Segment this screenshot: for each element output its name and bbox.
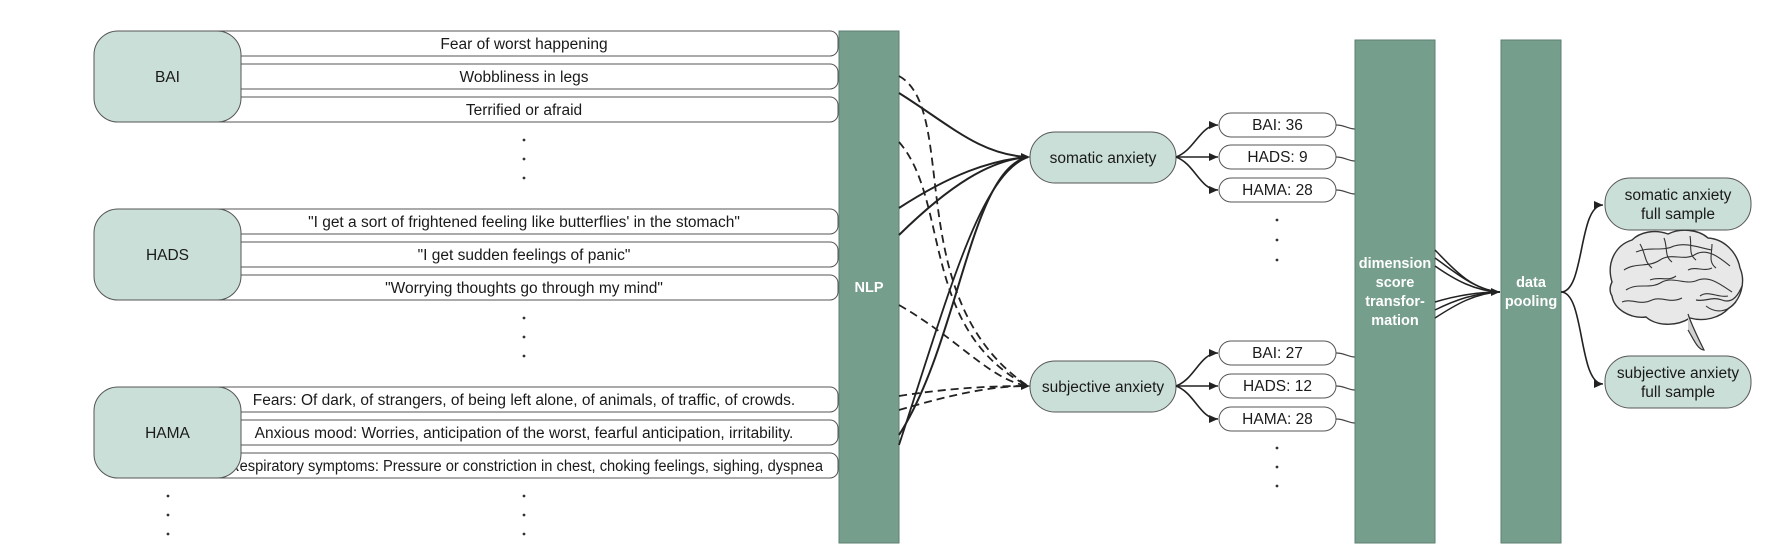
score-text: HAMA: 28 (1242, 182, 1313, 199)
score-box (1218, 112, 1337, 138)
transform-label-line: score (1376, 275, 1415, 291)
ellipsis-dots (166, 138, 1279, 536)
dimension-to-score-arrows (1175, 121, 1219, 423)
score-to-transform-connectors (1335, 124, 1356, 424)
score-box (1218, 373, 1337, 399)
score-text: BAI: 36 (1252, 117, 1303, 134)
output-label-line: subjective anxiety (1617, 365, 1740, 382)
score-box (1218, 340, 1337, 366)
transform-to-pooling-connectors (1434, 249, 1501, 319)
pooling-label-line: data (1516, 275, 1547, 291)
brain-icon (1609, 229, 1744, 351)
group-box-bai (93, 30, 242, 123)
pooling-label-line: pooling (1505, 294, 1557, 310)
item-text: Terrified or afraid (466, 102, 582, 119)
nlp-to-somatic-connectors (898, 92, 1029, 446)
output-label-line: full sample (1641, 206, 1715, 223)
transform-label-line: dimension (1359, 256, 1432, 272)
transform-label-line: mation (1371, 313, 1419, 329)
pooling-bar (1500, 39, 1562, 544)
output-box-subjective (1604, 355, 1752, 409)
transform-bar (1354, 39, 1436, 544)
group-label: BAI (155, 69, 180, 86)
score-text: HADS: 12 (1243, 378, 1312, 395)
item-text: Fears: Of dark, of strangers, of being l… (253, 392, 795, 409)
output-label-line: somatic anxiety (1625, 187, 1732, 204)
output-label-line: full sample (1641, 384, 1715, 401)
score-box (1218, 144, 1337, 170)
dimension-label: subjective anxiety (1042, 379, 1165, 396)
item-text: Fear of worst happening (440, 36, 607, 53)
item-text: "Worrying thoughts go through my mind" (385, 280, 663, 297)
item-text: Wobbliness in legs (460, 69, 589, 86)
group-box-hads (93, 208, 242, 301)
nlp-to-subjective-connectors (898, 75, 1029, 411)
output-box-somatic (1604, 177, 1752, 231)
group-box-hama (93, 386, 242, 479)
group-label: HADS (146, 247, 189, 264)
score-text: HAMA: 28 (1242, 411, 1313, 428)
connector-arrowheads (1020, 153, 1030, 390)
transform-label-line: transfor- (1365, 294, 1425, 310)
score-text: BAI: 27 (1252, 345, 1303, 362)
item-text: Anxious mood: Worries, anticipation of t… (255, 425, 794, 442)
item-text: Respiratory symptoms: Pressure or constr… (229, 458, 823, 475)
nlp-bar (838, 30, 900, 544)
item-text: "I get a sort of frightened feeling like… (308, 214, 740, 231)
group-label: HAMA (145, 425, 190, 442)
score-box (1218, 406, 1337, 432)
nlp-label: NLP (855, 280, 884, 296)
pooling-to-output-arrows (1560, 201, 1604, 388)
score-text: HADS: 9 (1247, 149, 1307, 166)
item-text: "I get sudden feelings of panic" (418, 247, 631, 264)
score-box (1218, 177, 1337, 203)
dimension-label: somatic anxiety (1050, 150, 1157, 167)
